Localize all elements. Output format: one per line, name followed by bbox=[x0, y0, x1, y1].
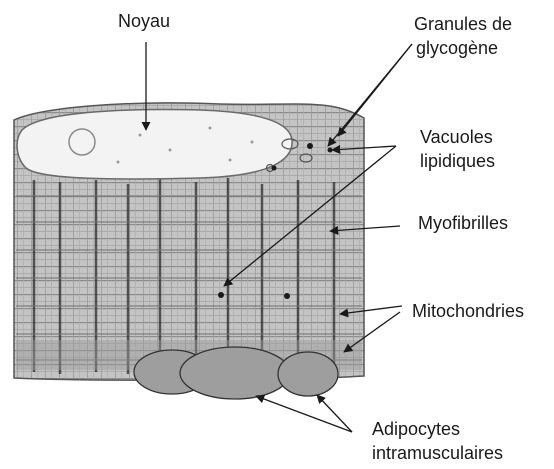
adipocyte-center bbox=[180, 347, 290, 399]
label-vacuoles-line2: lipidiques bbox=[420, 150, 495, 172]
label-granules-line1: Granules de bbox=[414, 13, 512, 35]
adipocytes bbox=[134, 347, 338, 399]
label-granules-line2: glycogène bbox=[416, 37, 498, 59]
label-noyau: Noyau bbox=[118, 10, 170, 32]
arrow-adipocytes-2 bbox=[317, 395, 352, 432]
adipocyte-right bbox=[278, 352, 338, 396]
label-adipocytes-line1: Adipocytes bbox=[372, 418, 460, 440]
arrow-adipocytes-1 bbox=[256, 396, 352, 432]
arrow-granules-2 bbox=[338, 44, 412, 136]
nucleus bbox=[17, 110, 292, 179]
label-mitochondries: Mitochondries bbox=[412, 300, 524, 322]
label-vacuoles-line1: Vacuoles bbox=[420, 126, 493, 148]
label-myofibrilles: Myofibrilles bbox=[418, 212, 508, 234]
label-adipocytes-line2: intramusculaires bbox=[372, 442, 503, 464]
